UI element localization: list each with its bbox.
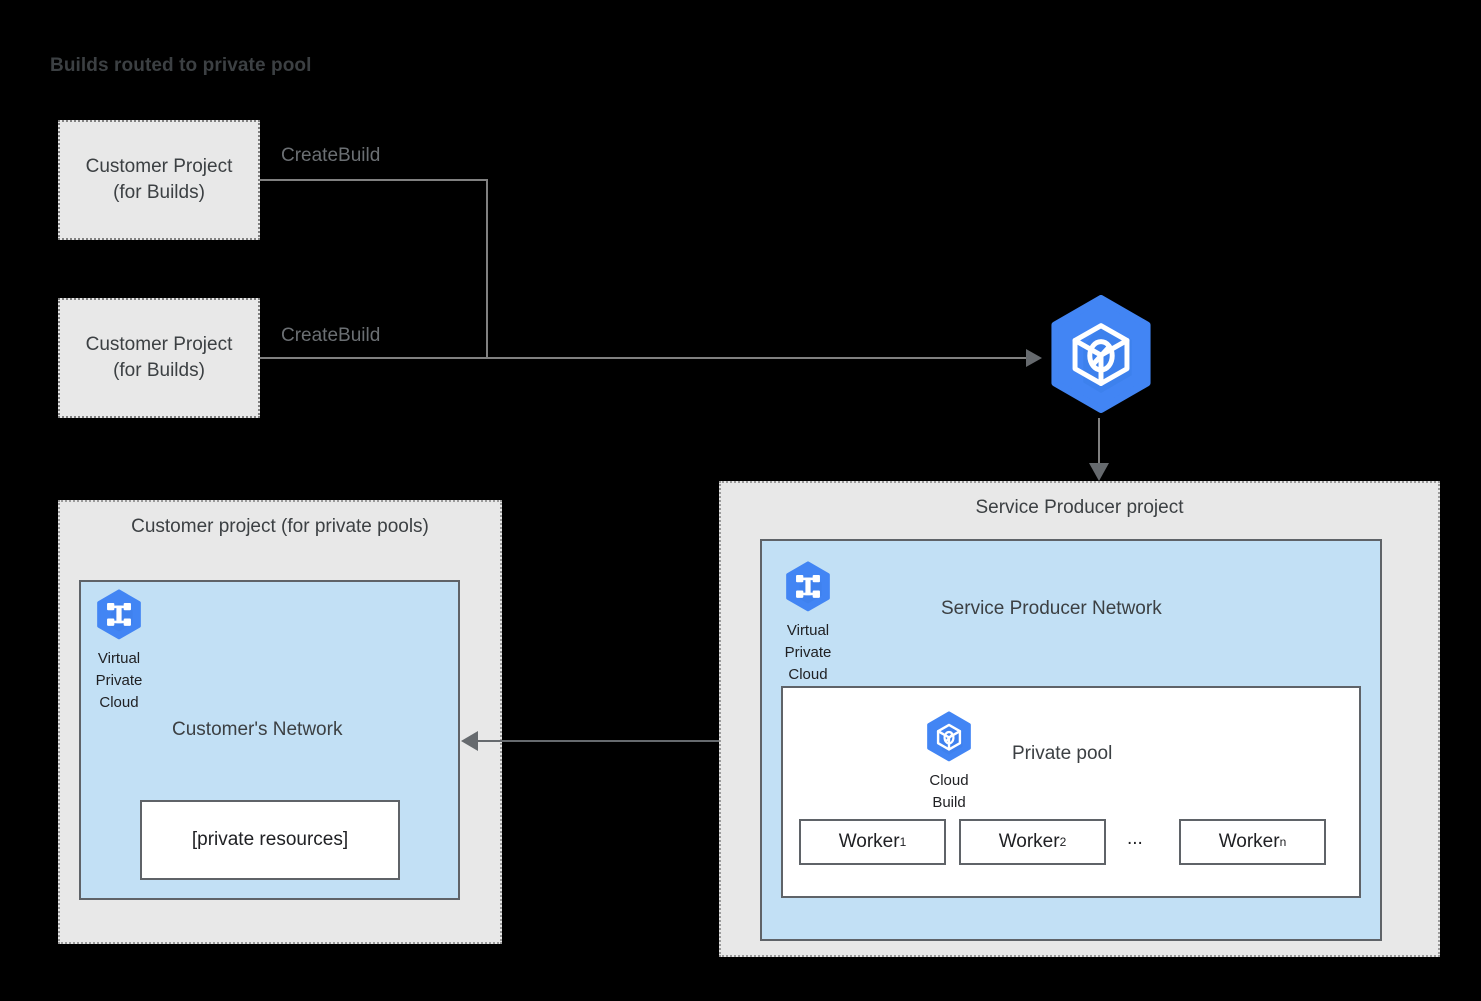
worker-subscript: 2 [1059, 835, 1067, 849]
vpc-icon-caption-customer: Virtual Private Cloud [92, 648, 146, 713]
customer-project-builds-box-2: Customer Project (for Builds) [58, 298, 260, 418]
network-peering-line [474, 740, 758, 742]
page-title: Builds routed to private pool [50, 55, 312, 76]
worker-subscript: n [1279, 835, 1287, 849]
service-producer-project-title: Service Producer project [975, 497, 1184, 518]
createbuild-connector-1-horizontal [260, 179, 488, 181]
vpc-icon-group-service-producer: Virtual Private Cloud [781, 560, 835, 685]
cloud-build-icon-caption: Cloud Build [922, 770, 976, 814]
worker-subscript: 1 [899, 835, 907, 849]
caption-line-1: Virtual [786, 622, 830, 639]
createbuild-arrowhead [1026, 349, 1042, 367]
vpc-icon-caption-service-producer: Virtual Private Cloud [781, 620, 835, 685]
private-pool-label: Private pool [1012, 743, 1113, 764]
caption-line-2: Build [932, 793, 966, 811]
createbuild-connector-2-horizontal [260, 357, 1035, 359]
caption-line-3: Cloud [99, 693, 139, 711]
customer-project-title: Customer project (for private pools) [131, 516, 429, 537]
caption-line-1: Cloud [929, 772, 969, 789]
vpc-icon [782, 560, 834, 618]
createbuild-connector-1-vertical [486, 179, 488, 359]
cloud-build-to-service-producer-arrowhead [1089, 463, 1109, 481]
box-line-2: (for Builds) [113, 182, 205, 203]
worker-name: Worker [1218, 831, 1280, 852]
cloud-build-icon-group-private-pool: Cloud Build [922, 710, 976, 814]
customers-network-title: Customer's Network [172, 719, 343, 740]
worker-ellipsis: ... [1127, 828, 1143, 849]
caption-line-3: Cloud [788, 665, 828, 683]
box-line-2: (for Builds) [113, 360, 205, 381]
customer-project-builds-box-1: Customer Project (for Builds) [58, 120, 260, 240]
cloud-build-to-service-producer-line [1098, 418, 1100, 468]
private-resources-box: [private resources] [140, 800, 400, 880]
private-pool-box [781, 686, 1361, 898]
caption-line-2: Private [95, 671, 143, 689]
caption-line-1: Virtual [97, 650, 141, 667]
cloud-build-icon [1042, 295, 1160, 413]
customer-project-builds-label-2: Customer Project (for Builds) [86, 332, 233, 383]
caption-line-2: Private [784, 643, 832, 661]
customer-project-builds-label-1: Customer Project (for Builds) [86, 154, 233, 205]
box-line-1: Customer Project [85, 156, 233, 178]
service-producer-network-title: Service Producer Network [941, 598, 1162, 619]
worker-name: Worker [838, 831, 900, 852]
createbuild-label-1: CreateBuild [281, 145, 381, 166]
worker-name: Worker [998, 831, 1060, 852]
vpc-icon-group-customer: Virtual Private Cloud [92, 588, 146, 713]
vpc-icon [93, 588, 145, 646]
cloud-build-service-icon-group [1042, 295, 1160, 413]
createbuild-label-2: CreateBuild [281, 325, 381, 346]
box-line-1: Customer Project [85, 334, 233, 356]
cloud-build-icon [923, 710, 975, 768]
network-peering-arrowhead-left [461, 731, 478, 751]
